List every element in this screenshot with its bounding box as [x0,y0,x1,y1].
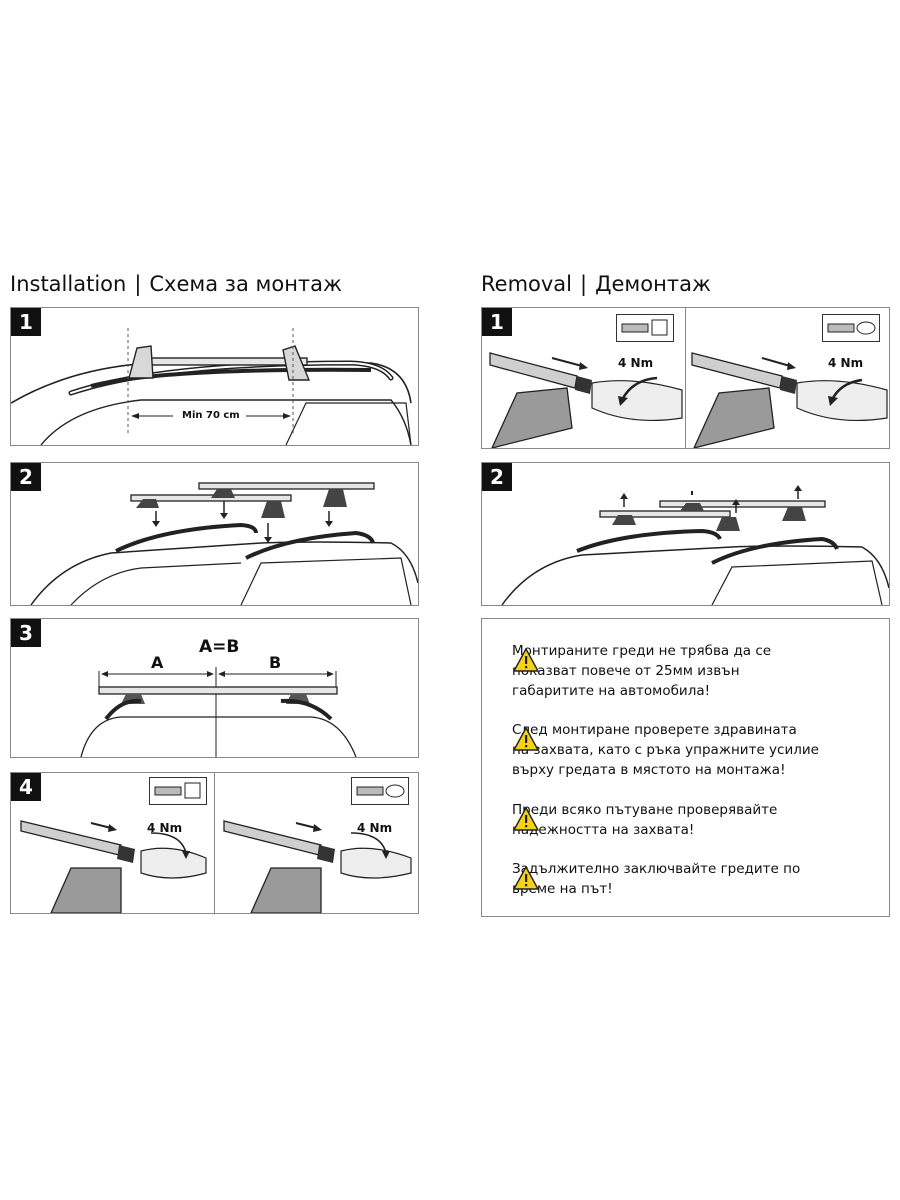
heading-separator: | [580,272,588,296]
removal-title-bg: Демонтаж [595,272,711,296]
warning-text: След монтиране проверете здравината на з… [512,722,819,778]
crossbars-lift-off-illustration [501,485,889,605]
heading-separator: | [134,272,142,296]
step-number-badge: 3 [11,619,41,647]
warning-triangle-icon [513,727,539,751]
warning-triangle-icon [513,648,539,672]
torque-tightening-illustration [20,820,412,913]
aero-profile-bar-icon [822,314,880,342]
warning-text: Преди всяко пътуване проверявайте надежн… [512,802,778,838]
removal-step2-panel: 2 [481,462,890,606]
torque-label: 4 Nm [147,821,183,835]
distance-b-label: B [269,653,282,672]
installation-step3-panel: 3 A=B A B [10,618,419,758]
torque-label: 4 Nm [618,356,654,370]
warning-triangle-icon [513,807,539,831]
panel-divider [214,773,215,913]
distance-a-label: A [151,653,164,672]
car-roof-rails-illustration [11,328,412,445]
crossbars-placement-illustration [30,482,418,605]
warning-triangle-icon [513,866,539,890]
square-profile-bar-icon [149,777,207,805]
warnings-panel: Монтираните греди не трябва да се показв… [481,618,890,917]
removal-step1-panel: 1 4 Nm 4 Nm [481,307,890,449]
aero-profile-bar-icon [351,777,409,805]
equal-distance-label: A=B [199,637,240,657]
torque-label: 4 Nm [828,356,864,370]
installation-heading: Installation | Схема за монтаж [10,272,342,296]
warning-item: Монтираните греди не трябва да се показв… [512,641,832,701]
installation-title-bg: Схема за монтаж [149,272,342,296]
installation-step2-panel: 2 [10,462,419,606]
removal-title-en: Removal [481,272,573,296]
warning-text: Задължително заключвайте гредите по врем… [512,861,801,897]
torque-loosening-illustration [489,352,888,448]
installation-step1-panel: 1 Min 70 cm [10,307,419,446]
warning-item: След монтиране проверете здравината на з… [512,720,832,780]
panel-divider [685,308,686,448]
step-number-badge: 4 [11,773,41,801]
warning-item: Преди всяко пътуване проверявайте надежн… [512,800,832,840]
min-distance-label: Min 70 cm [179,410,243,421]
torque-label: 4 Nm [357,821,393,835]
step-number-badge: 1 [482,308,512,336]
installation-step4-panel: 4 4 Nm 4 Nm [10,772,419,914]
crossbar-centering-illustration [80,667,357,757]
warning-item: Задължително заключвайте гредите по врем… [512,859,832,899]
step-number-badge: 2 [11,463,41,491]
step-number-badge: 1 [11,308,41,336]
square-profile-bar-icon [616,314,674,342]
installation-title-en: Installation [10,272,127,296]
step-number-badge: 2 [482,463,512,491]
warning-text: Монтираните греди не трябва да се показв… [512,643,772,699]
removal-heading: Removal | Демонтаж [481,272,711,296]
